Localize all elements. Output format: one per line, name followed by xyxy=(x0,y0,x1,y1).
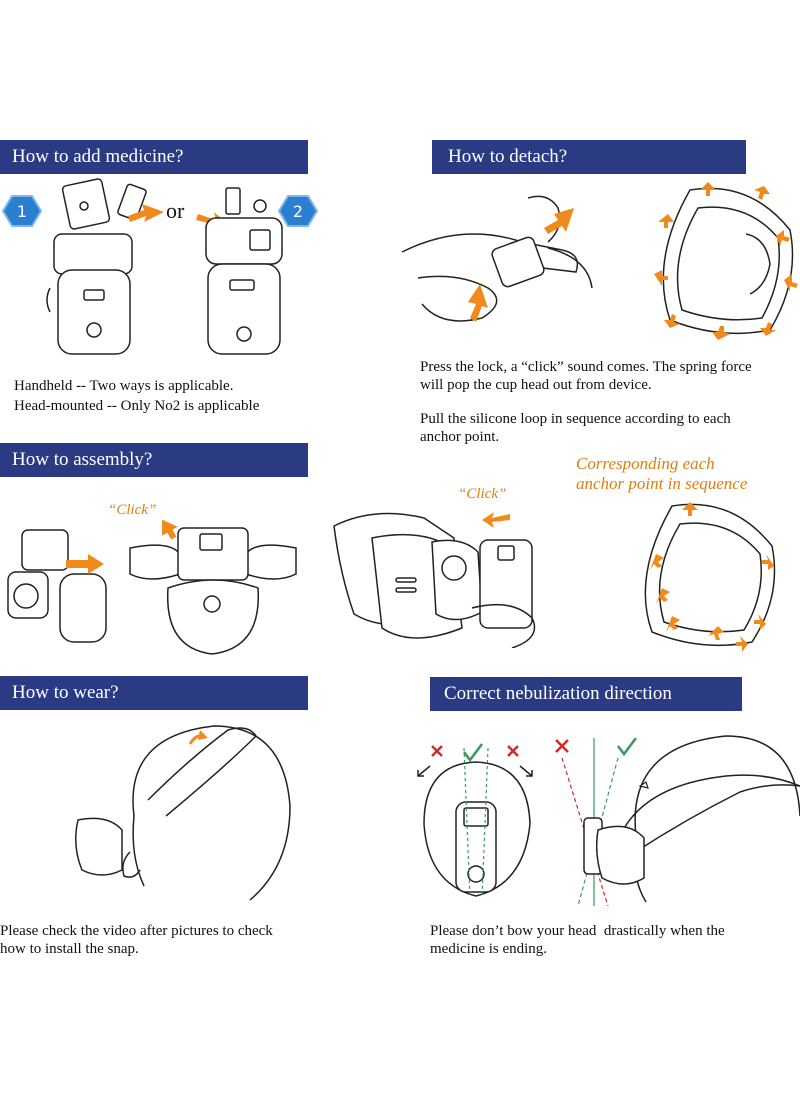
step-badge-1: 1 xyxy=(2,194,42,228)
svg-text:1: 1 xyxy=(17,202,27,221)
mask-device-push-illustration xyxy=(332,498,562,648)
anchor-label-line2: anchor point in sequence xyxy=(576,474,748,493)
direction-caption-line1: Please don’t bow your head drastically w… xyxy=(430,923,725,939)
nebulizer-closed-illustration xyxy=(198,186,290,361)
header-add-medicine: How to add medicine? xyxy=(0,140,308,174)
cup-head-outward-arrows-illustration xyxy=(650,178,800,348)
svg-text:2: 2 xyxy=(293,202,303,221)
wear-caption-line1: Please check the video after pictures to… xyxy=(0,923,273,939)
nebulizer-open-lid-illustration xyxy=(44,178,144,363)
step-badge-2: 2 xyxy=(278,194,318,228)
add-medicine-caption-line2: Head-mounted -- Only No2 is applicable xyxy=(14,398,260,414)
click-label-1: “Click” xyxy=(108,502,157,518)
detach-caption-line4: anchor point. xyxy=(420,429,500,445)
or-text: or xyxy=(166,198,185,223)
anchor-label-line1: Corresponding each xyxy=(576,454,715,473)
header-assembly: How to assembly? xyxy=(0,443,308,477)
direction-caption-line2: medicine is ending. xyxy=(430,941,548,957)
detach-caption-line3: Pull the silicone loop in sequence accor… xyxy=(420,411,731,427)
hands-press-lock-illustration xyxy=(398,188,598,338)
wear-caption-line2: how to install the snap. xyxy=(0,941,139,957)
header-direction: Correct nebulization direction xyxy=(430,677,742,711)
detach-caption-line1: Press the lock, a “click” sound comes. T… xyxy=(420,359,752,375)
front-view-tilt-illustration xyxy=(412,738,542,908)
side-view-head-illustration xyxy=(596,726,800,906)
hands-click-device-illustration xyxy=(128,518,298,658)
cup-head-inward-arrows-illustration xyxy=(632,496,782,656)
dropper-arrow-illustration xyxy=(104,182,168,242)
header-wear: How to wear? xyxy=(0,676,308,710)
head-wearing-mask-illustration xyxy=(74,716,294,906)
header-detach: How to detach? xyxy=(432,140,746,174)
cup-joining-device-illustration xyxy=(4,520,114,650)
add-medicine-caption-line1: Handheld -- Two ways is applicable. xyxy=(14,378,234,394)
detach-caption-line2: will pop the cup head out from device. xyxy=(420,377,652,393)
click-label-2: “Click” xyxy=(458,486,507,502)
